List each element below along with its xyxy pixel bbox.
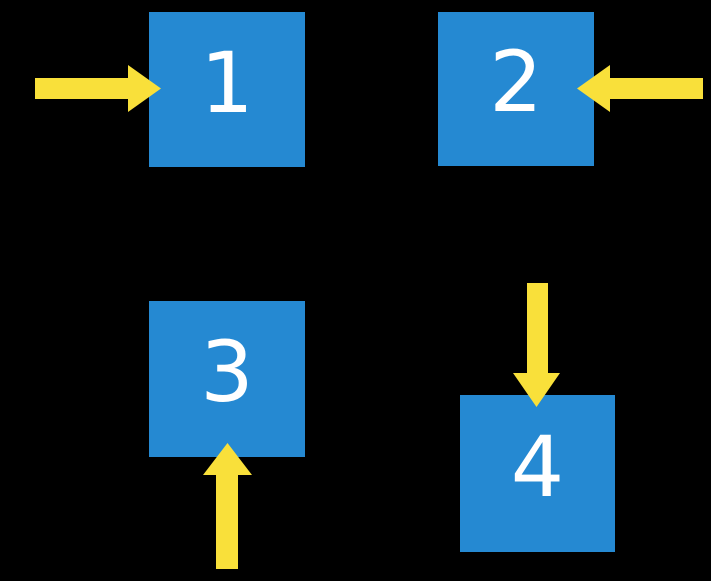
box-2-label: 2 — [489, 33, 543, 131]
arrow-left-icon — [577, 65, 703, 112]
box-2: 2 — [438, 12, 594, 166]
box-1-label: 1 — [200, 33, 254, 132]
box-3-label: 3 — [200, 323, 254, 421]
arrow-right-icon — [35, 65, 161, 112]
box-3: 3 — [149, 301, 305, 457]
arrow-up-icon — [203, 443, 252, 569]
arrow-down-icon — [513, 283, 560, 407]
box-4-label: 4 — [510, 417, 565, 516]
box-4: 4 — [460, 395, 615, 552]
box-1: 1 — [149, 12, 305, 167]
